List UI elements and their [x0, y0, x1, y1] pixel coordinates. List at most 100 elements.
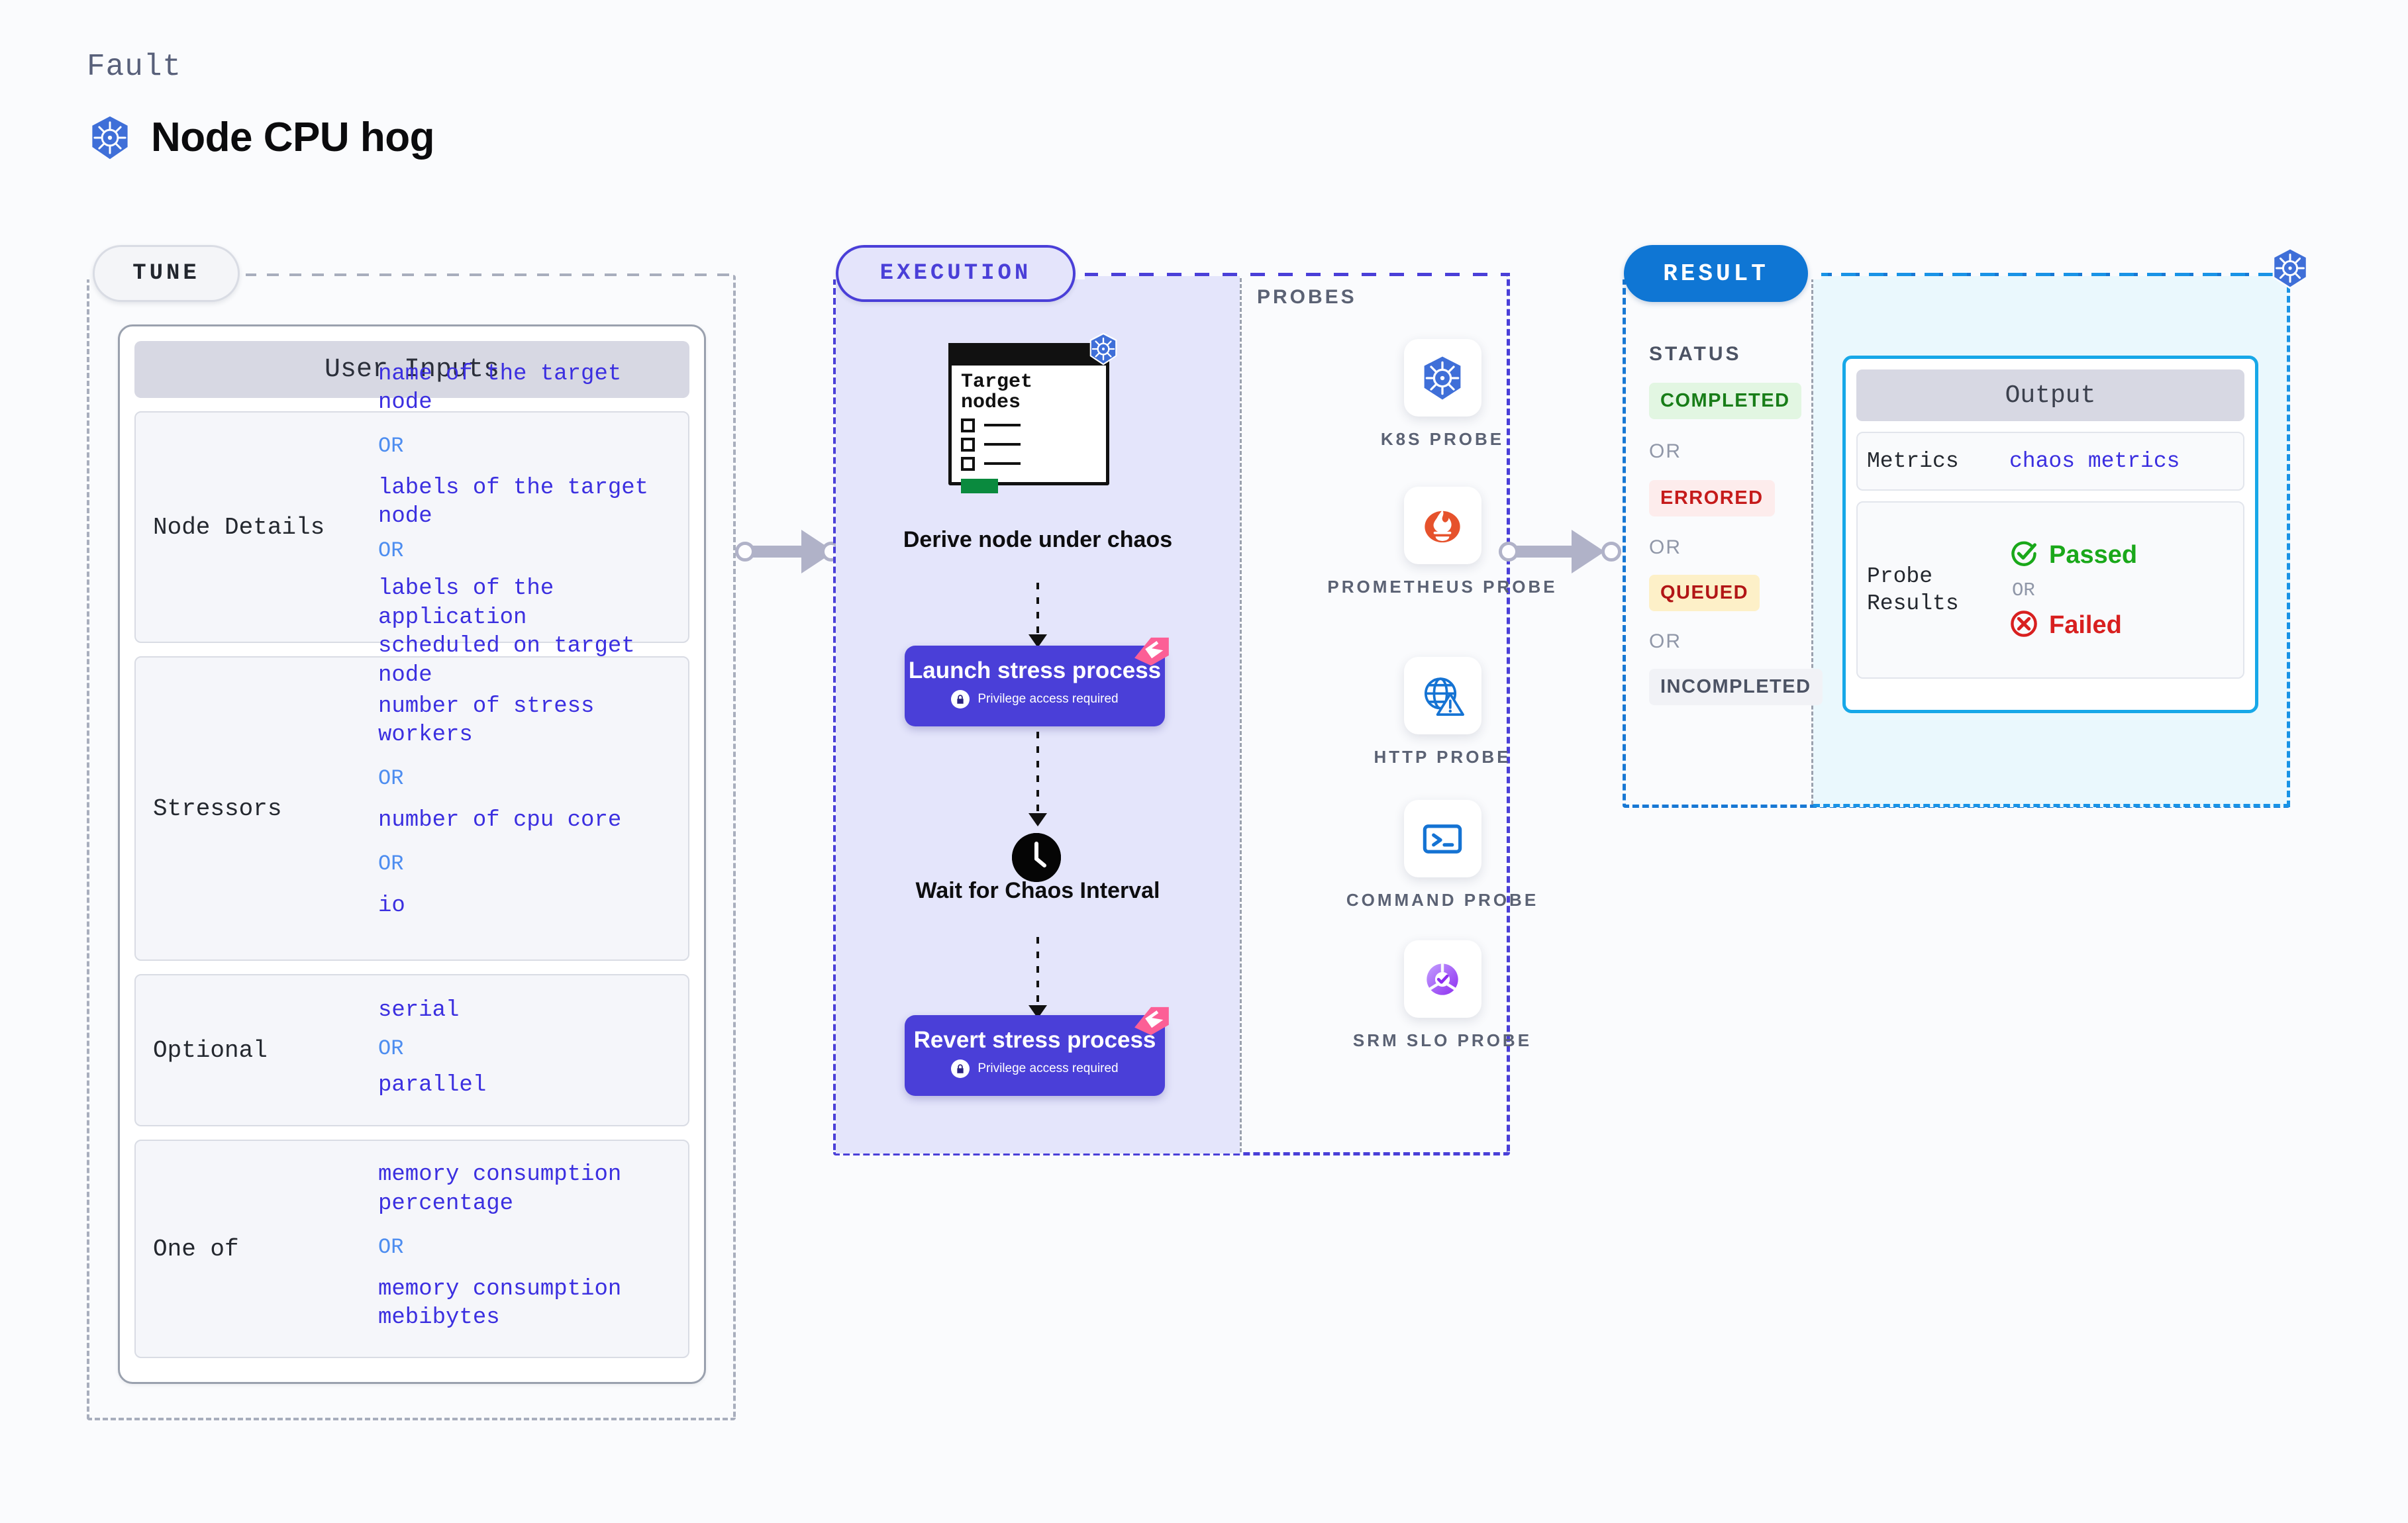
revert-stress-process-box[interactable]: Revert stress process Privilege access r… — [905, 1007, 1169, 1096]
probe-label: K8S PROBE — [1380, 429, 1505, 449]
tune-row-value: io — [378, 893, 405, 918]
probe-result-failed-label: Failed — [2049, 611, 2122, 639]
tune-row-value: serial — [378, 997, 460, 1023]
list-rule — [984, 443, 1021, 446]
tune-row-value: memory consumption mebibytes — [378, 1276, 622, 1331]
tune-row-value: labels of the application scheduled on t… — [378, 576, 635, 688]
tune-row-optional: Optional serial OR parallel — [134, 974, 689, 1126]
tune-row-separator: OR — [378, 1234, 404, 1259]
probe-label: COMMAND PROBE — [1346, 890, 1539, 910]
execution-section-pill[interactable]: EXECUTION — [836, 245, 1076, 302]
connector-tune-to-execution — [735, 530, 841, 573]
status-badge-queued: QUEUED — [1649, 575, 1760, 611]
fault-title-row: Node CPU hog — [87, 114, 434, 161]
execution-region — [833, 275, 1510, 1155]
list-rule — [984, 424, 1021, 427]
launch-stress-process-box[interactable]: Launch stress process Privilege access r… — [905, 637, 1169, 726]
probe-result-separator: OR — [2012, 579, 2035, 601]
list-rule — [984, 462, 1021, 466]
execution-region-top-border — [833, 273, 1510, 276]
target-nodes-titlebar — [948, 343, 1109, 366]
probe-item-prometheus[interactable]: PROMETHEUS PROBE — [1303, 487, 1581, 599]
target-nodes-card: Target nodes — [948, 332, 1117, 493]
checkbox-icon — [961, 437, 975, 452]
status-badge-incompleted: INCOMPLETED — [1649, 669, 1823, 705]
target-nodes-title-line1: Target — [961, 371, 1033, 393]
flow-connector — [1036, 937, 1039, 1010]
probe-label: PROMETHEUS PROBE — [1327, 577, 1558, 597]
output-row-metrics: Metrics chaos metrics — [1856, 432, 2244, 491]
user-inputs-header: User Inputs — [134, 341, 689, 398]
output-row-probe-results: Probe Results Passed OR — [1856, 501, 2244, 679]
target-nodes-list-item — [952, 437, 1106, 452]
probe-item-command[interactable]: COMMAND PROBE — [1303, 800, 1581, 912]
status-separator: OR — [1649, 536, 1681, 558]
output-metrics-label: Metrics — [1867, 449, 1959, 473]
probe-result-passed: Passed — [2009, 539, 2234, 571]
tune-row-value: parallel — [378, 1072, 487, 1098]
x-circle-icon — [2009, 609, 2038, 642]
launch-stress-process-subtitle: Privilege access required — [978, 692, 1119, 706]
flow-connector — [1036, 732, 1039, 818]
tune-row-label: Stressors — [153, 795, 282, 822]
tune-row-value: name of the target node — [378, 361, 622, 416]
launch-stress-process-title: Launch stress process — [908, 658, 1162, 683]
check-circle-icon — [2009, 539, 2038, 571]
status-separator: OR — [1649, 440, 1681, 462]
tune-row-node-details: Node Details name of the target node OR … — [134, 362, 689, 688]
prometheus-icon — [1403, 487, 1481, 564]
output-metrics-value: chaos metrics — [2009, 449, 2180, 474]
status-separator: OR — [1649, 630, 1681, 652]
tune-row-separator: OR — [378, 1036, 404, 1061]
ribbon-icon — [1132, 1006, 1170, 1036]
target-nodes-list-item — [952, 418, 1106, 432]
status-badge-completed: COMPLETED — [1649, 383, 1801, 419]
tune-row-label: Optional — [153, 1036, 268, 1064]
clock-icon — [1012, 833, 1061, 882]
globe-warning-icon — [1403, 657, 1481, 734]
kubernetes-icon — [1086, 332, 1121, 366]
tune-region-top-border — [87, 273, 736, 276]
tune-row-separator: OR — [378, 766, 404, 791]
ribbon-icon — [1132, 636, 1170, 667]
tune-card: User Inputs Node Details name of the tar… — [118, 324, 706, 1384]
derive-node-caption: Derive node under chaos — [903, 527, 1173, 552]
output-card: Output Metrics chaos metrics Probe Resul… — [1842, 356, 2258, 713]
probe-label: HTTP PROBE — [1374, 747, 1511, 767]
output-header: Output — [1856, 369, 2244, 421]
probe-item-srm-slo[interactable]: SRM SLO PROBE — [1303, 940, 1581, 1052]
probes-section-label: PROBES — [1257, 286, 1357, 308]
kubernetes-icon — [87, 115, 133, 161]
tune-section-pill[interactable]: TUNE — [93, 245, 240, 302]
status-badge-errored: ERRORED — [1649, 480, 1775, 516]
kubernetes-icon — [2268, 246, 2312, 290]
tune-row-label: One of — [153, 1235, 239, 1263]
flow-arrowhead — [1028, 634, 1047, 648]
checkbox-icon — [961, 456, 975, 471]
tune-row-separator: OR — [378, 851, 404, 876]
target-nodes-title-line2: nodes — [961, 391, 1021, 414]
flow-arrowhead — [1028, 813, 1047, 826]
target-nodes-list-item — [952, 456, 1106, 471]
result-section-pill[interactable]: RESULT — [1624, 245, 1808, 302]
probe-item-k8s[interactable]: K8S PROBE — [1303, 339, 1581, 451]
tune-region — [87, 275, 736, 1420]
terminal-icon — [1403, 800, 1481, 877]
kubernetes-icon — [1403, 339, 1481, 417]
flow-connector — [1036, 583, 1039, 637]
revert-stress-process-title: Revert stress process — [913, 1027, 1156, 1053]
tune-row-value: number of stress workers — [378, 693, 595, 748]
probe-item-http[interactable]: HTTP PROBE — [1303, 657, 1581, 769]
checkbox-icon — [961, 418, 975, 432]
tune-row-stressors: Stressors number of stress workers OR nu… — [134, 656, 689, 961]
page-title: Node CPU hog — [151, 115, 434, 160]
lock-icon — [951, 690, 970, 709]
status-label: STATUS — [1649, 343, 1742, 365]
tune-row-one-of: One of memory consumption percentage OR … — [134, 1140, 689, 1358]
tune-row-value: number of cpu core — [378, 808, 622, 833]
target-nodes-progress-bar — [961, 478, 998, 493]
lock-icon — [951, 1059, 970, 1078]
tune-row-separator: OR — [378, 433, 404, 458]
outputs-region-top-border — [1813, 273, 2290, 276]
connector-execution-to-result — [1499, 530, 1631, 573]
